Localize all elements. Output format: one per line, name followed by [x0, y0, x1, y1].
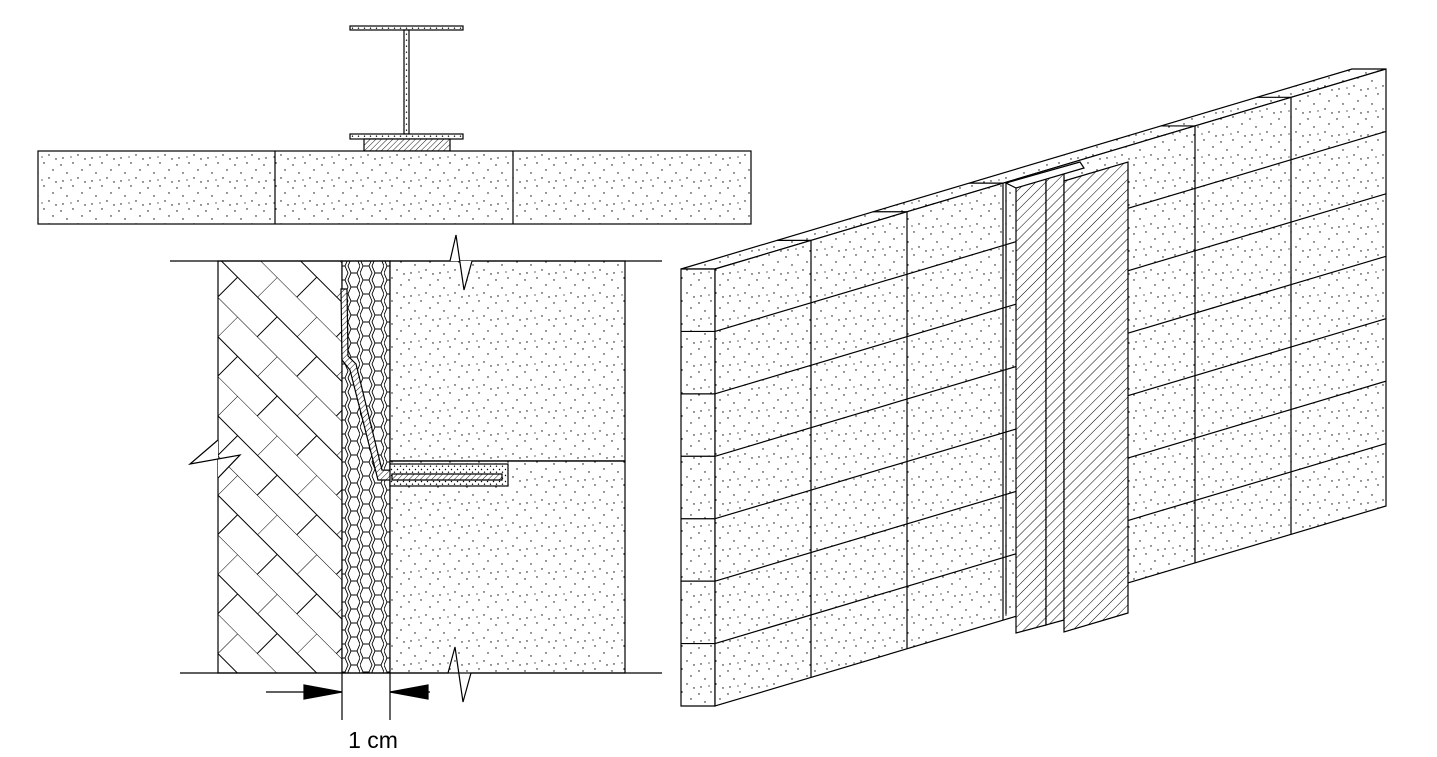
dimension-arrow-right — [389, 684, 429, 700]
bottom-break-line — [180, 646, 662, 703]
i-beam-plan — [349, 25, 464, 152]
i-beam-web — [403, 29, 410, 135]
dimension-1cm — [266, 673, 430, 720]
column-top — [1004, 161, 1085, 189]
dimension-arrow-left — [303, 684, 343, 700]
slab-block — [37, 150, 752, 225]
wall-end-face — [680, 268, 716, 707]
embedded-steel-column — [1004, 161, 1129, 634]
column-flange-right — [1063, 161, 1129, 633]
wall-top-joints — [777, 96, 1291, 241]
tie-tail — [391, 473, 503, 481]
inner-block-upper — [389, 260, 626, 462]
wall-head-joints — [810, 97, 1292, 678]
column-flange-left — [1015, 175, 1047, 634]
dimension-label: 1 cm — [348, 727, 398, 753]
isometric-block-wall — [680, 68, 1387, 707]
slab-plan — [37, 150, 752, 225]
top-break-line — [170, 234, 662, 291]
insulation-layer — [341, 260, 391, 674]
bearing-plate — [363, 138, 451, 152]
inner-block-lower — [389, 460, 626, 674]
column-web — [1045, 170, 1065, 626]
section-detail — [170, 234, 662, 703]
i-beam-bottom-flange — [349, 133, 464, 140]
left-break-line — [187, 439, 242, 479]
masonry-leaf — [217, 260, 343, 674]
